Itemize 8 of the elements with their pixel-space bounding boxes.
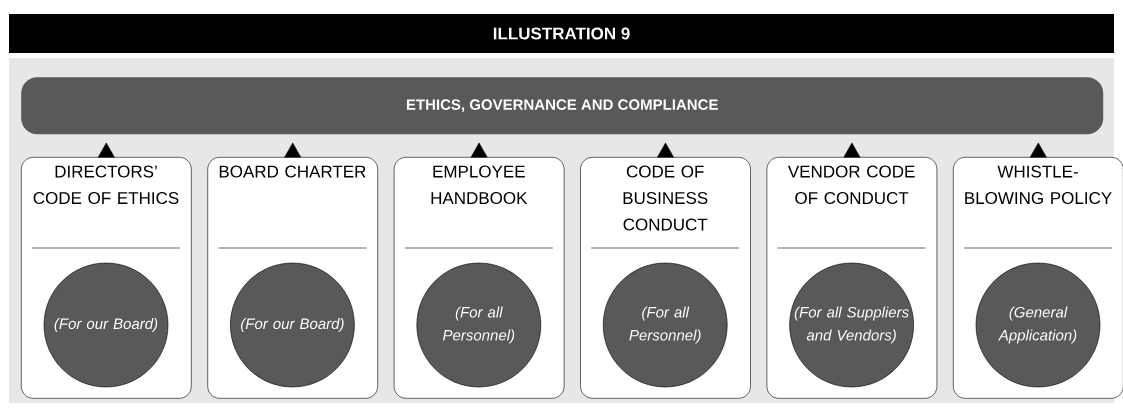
arrow (284, 142, 302, 158)
arrow (97, 142, 115, 158)
title-bar: ILLUSTRATION 9 (9, 14, 1114, 53)
arrow (1029, 142, 1047, 158)
banner: ETHICS, GOVERNANCE AND COMPLIANCE (21, 77, 1104, 135)
arrow (470, 142, 488, 158)
arrow (657, 142, 674, 158)
arrow (843, 142, 861, 158)
